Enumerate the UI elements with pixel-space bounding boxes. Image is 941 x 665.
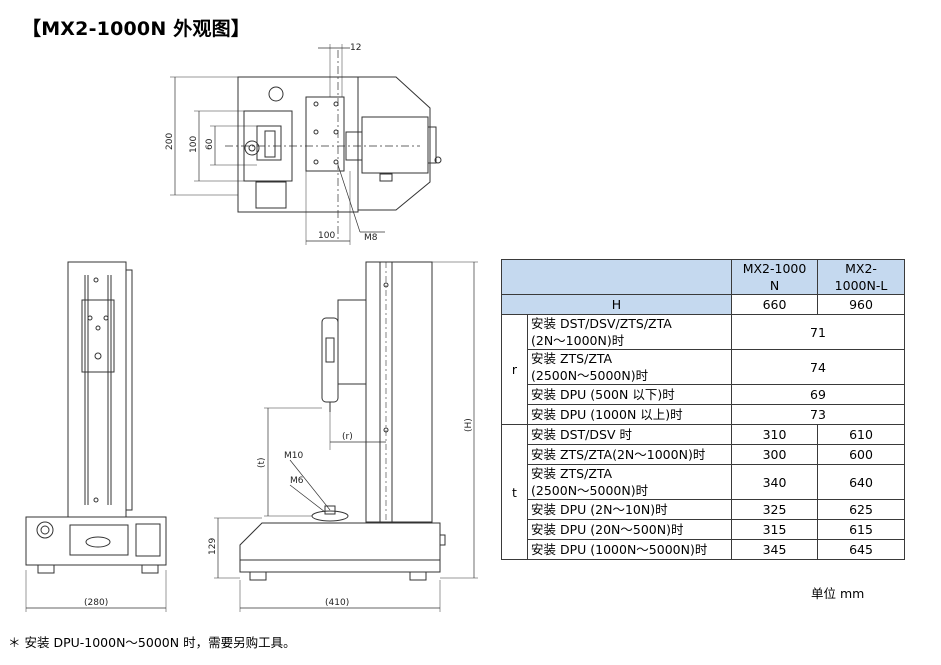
t-row-label: 安装 ZTS/ZTA(2N～1000N)时	[527, 444, 732, 465]
table-row: r 安装 DST/DSV/ZTS/ZTA (2N～1000N)时 71	[501, 314, 905, 425]
r-group-label: r	[501, 314, 528, 425]
h-value-1: 660	[731, 294, 818, 315]
h-row: H 660 960	[501, 294, 905, 315]
dim-label-100-bottom: 100	[318, 231, 335, 241]
unit-label: 单位 mm	[811, 586, 865, 601]
r-row-value: 73	[731, 404, 905, 425]
dim-label-m8: M8	[364, 233, 378, 243]
dim-label-100: 100	[189, 136, 199, 153]
table-row: 安装 ZTS/ZTA (2500N～5000N)时 340 640	[502, 464, 905, 500]
t-row-value-2: 640	[817, 464, 905, 500]
table-row: 安装 DPU (1000N～5000N)时 345 645	[502, 539, 905, 560]
t-row-label: 安装 DPU (1000N～5000N)时	[527, 539, 732, 560]
t-row-value-2: 645	[817, 539, 905, 560]
table-header-row: MX2-1000 N MX2- 1000N-L	[501, 259, 905, 295]
h-label: H	[501, 294, 732, 315]
r-row-value: 71	[731, 314, 905, 350]
table-row: 安装 DPU (2N～10N)时 325 625	[502, 499, 905, 520]
t-row-value-1: 310	[731, 424, 818, 445]
t-row-value-1: 300	[731, 444, 818, 465]
dim-label-129: 129	[208, 538, 218, 555]
dim-label-m10: M10	[284, 451, 303, 461]
dim-label-60: 60	[205, 138, 215, 150]
table-row: 安装 DPU (1000N 以上)时 73	[502, 404, 905, 425]
h-value-2: 960	[817, 294, 905, 315]
table-row: 安装 ZTS/ZTA (2500N～5000N)时 74	[502, 349, 905, 385]
r-row-value: 74	[731, 349, 905, 385]
top-view-drawing	[170, 44, 442, 245]
dim-label-410: (410)	[325, 598, 349, 608]
r-row-label: 安装 DPU (1000N 以上)时	[527, 404, 732, 425]
header-empty-cell	[501, 259, 732, 295]
spec-table: MX2-1000 N MX2- 1000N-L H 660 960 r 安装 D…	[501, 259, 905, 560]
page-title: 【MX2-1000N 外观图】	[22, 18, 251, 40]
dim-label-r: (r)	[342, 432, 353, 442]
dim-label-h: (H)	[464, 418, 474, 432]
r-row-label: 安装 ZTS/ZTA (2500N～5000N)时	[527, 349, 732, 385]
t-row-value-2: 615	[817, 519, 905, 540]
dim-label-200: 200	[165, 133, 175, 150]
t-row-value-2: 610	[817, 424, 905, 445]
t-row-value-1: 315	[731, 519, 818, 540]
t-row-value-2: 625	[817, 499, 905, 520]
side-view-drawing	[214, 261, 478, 612]
footnote: ＊ 安装 DPU-1000N～5000N 时，需要另购工具。	[8, 635, 296, 650]
dim-label-280: (280)	[84, 598, 108, 608]
header-mx2-1000n-l: MX2- 1000N-L	[817, 259, 905, 295]
t-row-label: 安装 DPU (20N～500N)时	[527, 519, 732, 540]
dim-label-t: (t)	[257, 457, 267, 468]
table-row: 安装 ZTS/ZTA(2N～1000N)时 300 600	[502, 444, 905, 465]
t-row-label: 安装 DST/DSV 时	[527, 424, 732, 445]
header-mx2-1000n: MX2-1000 N	[731, 259, 818, 295]
t-row-label: 安装 ZTS/ZTA (2500N～5000N)时	[527, 464, 732, 500]
t-row-value-2: 600	[817, 444, 905, 465]
table-row: 安装 DPU (20N～500N)时 315 615	[502, 519, 905, 540]
table-row: 安装 DPU (500N 以下)时 69	[502, 384, 905, 405]
r-row-label: 安装 DST/DSV/ZTS/ZTA (2N～1000N)时	[527, 314, 732, 350]
t-group-label: t	[501, 424, 528, 560]
t-row-label: 安装 DPU (2N～10N)时	[527, 499, 732, 520]
t-row-value-1: 325	[731, 499, 818, 520]
dim-label-12: 12	[350, 43, 361, 53]
t-row-value-1: 340	[731, 464, 818, 500]
r-row-label: 安装 DPU (500N 以下)时	[527, 384, 732, 405]
t-row-value-1: 345	[731, 539, 818, 560]
table-row: t 安装 DST/DSV 时 310 610	[501, 424, 905, 560]
front-view-drawing	[25, 261, 167, 612]
r-row-value: 69	[731, 384, 905, 405]
dim-label-m6: M6	[290, 476, 304, 486]
